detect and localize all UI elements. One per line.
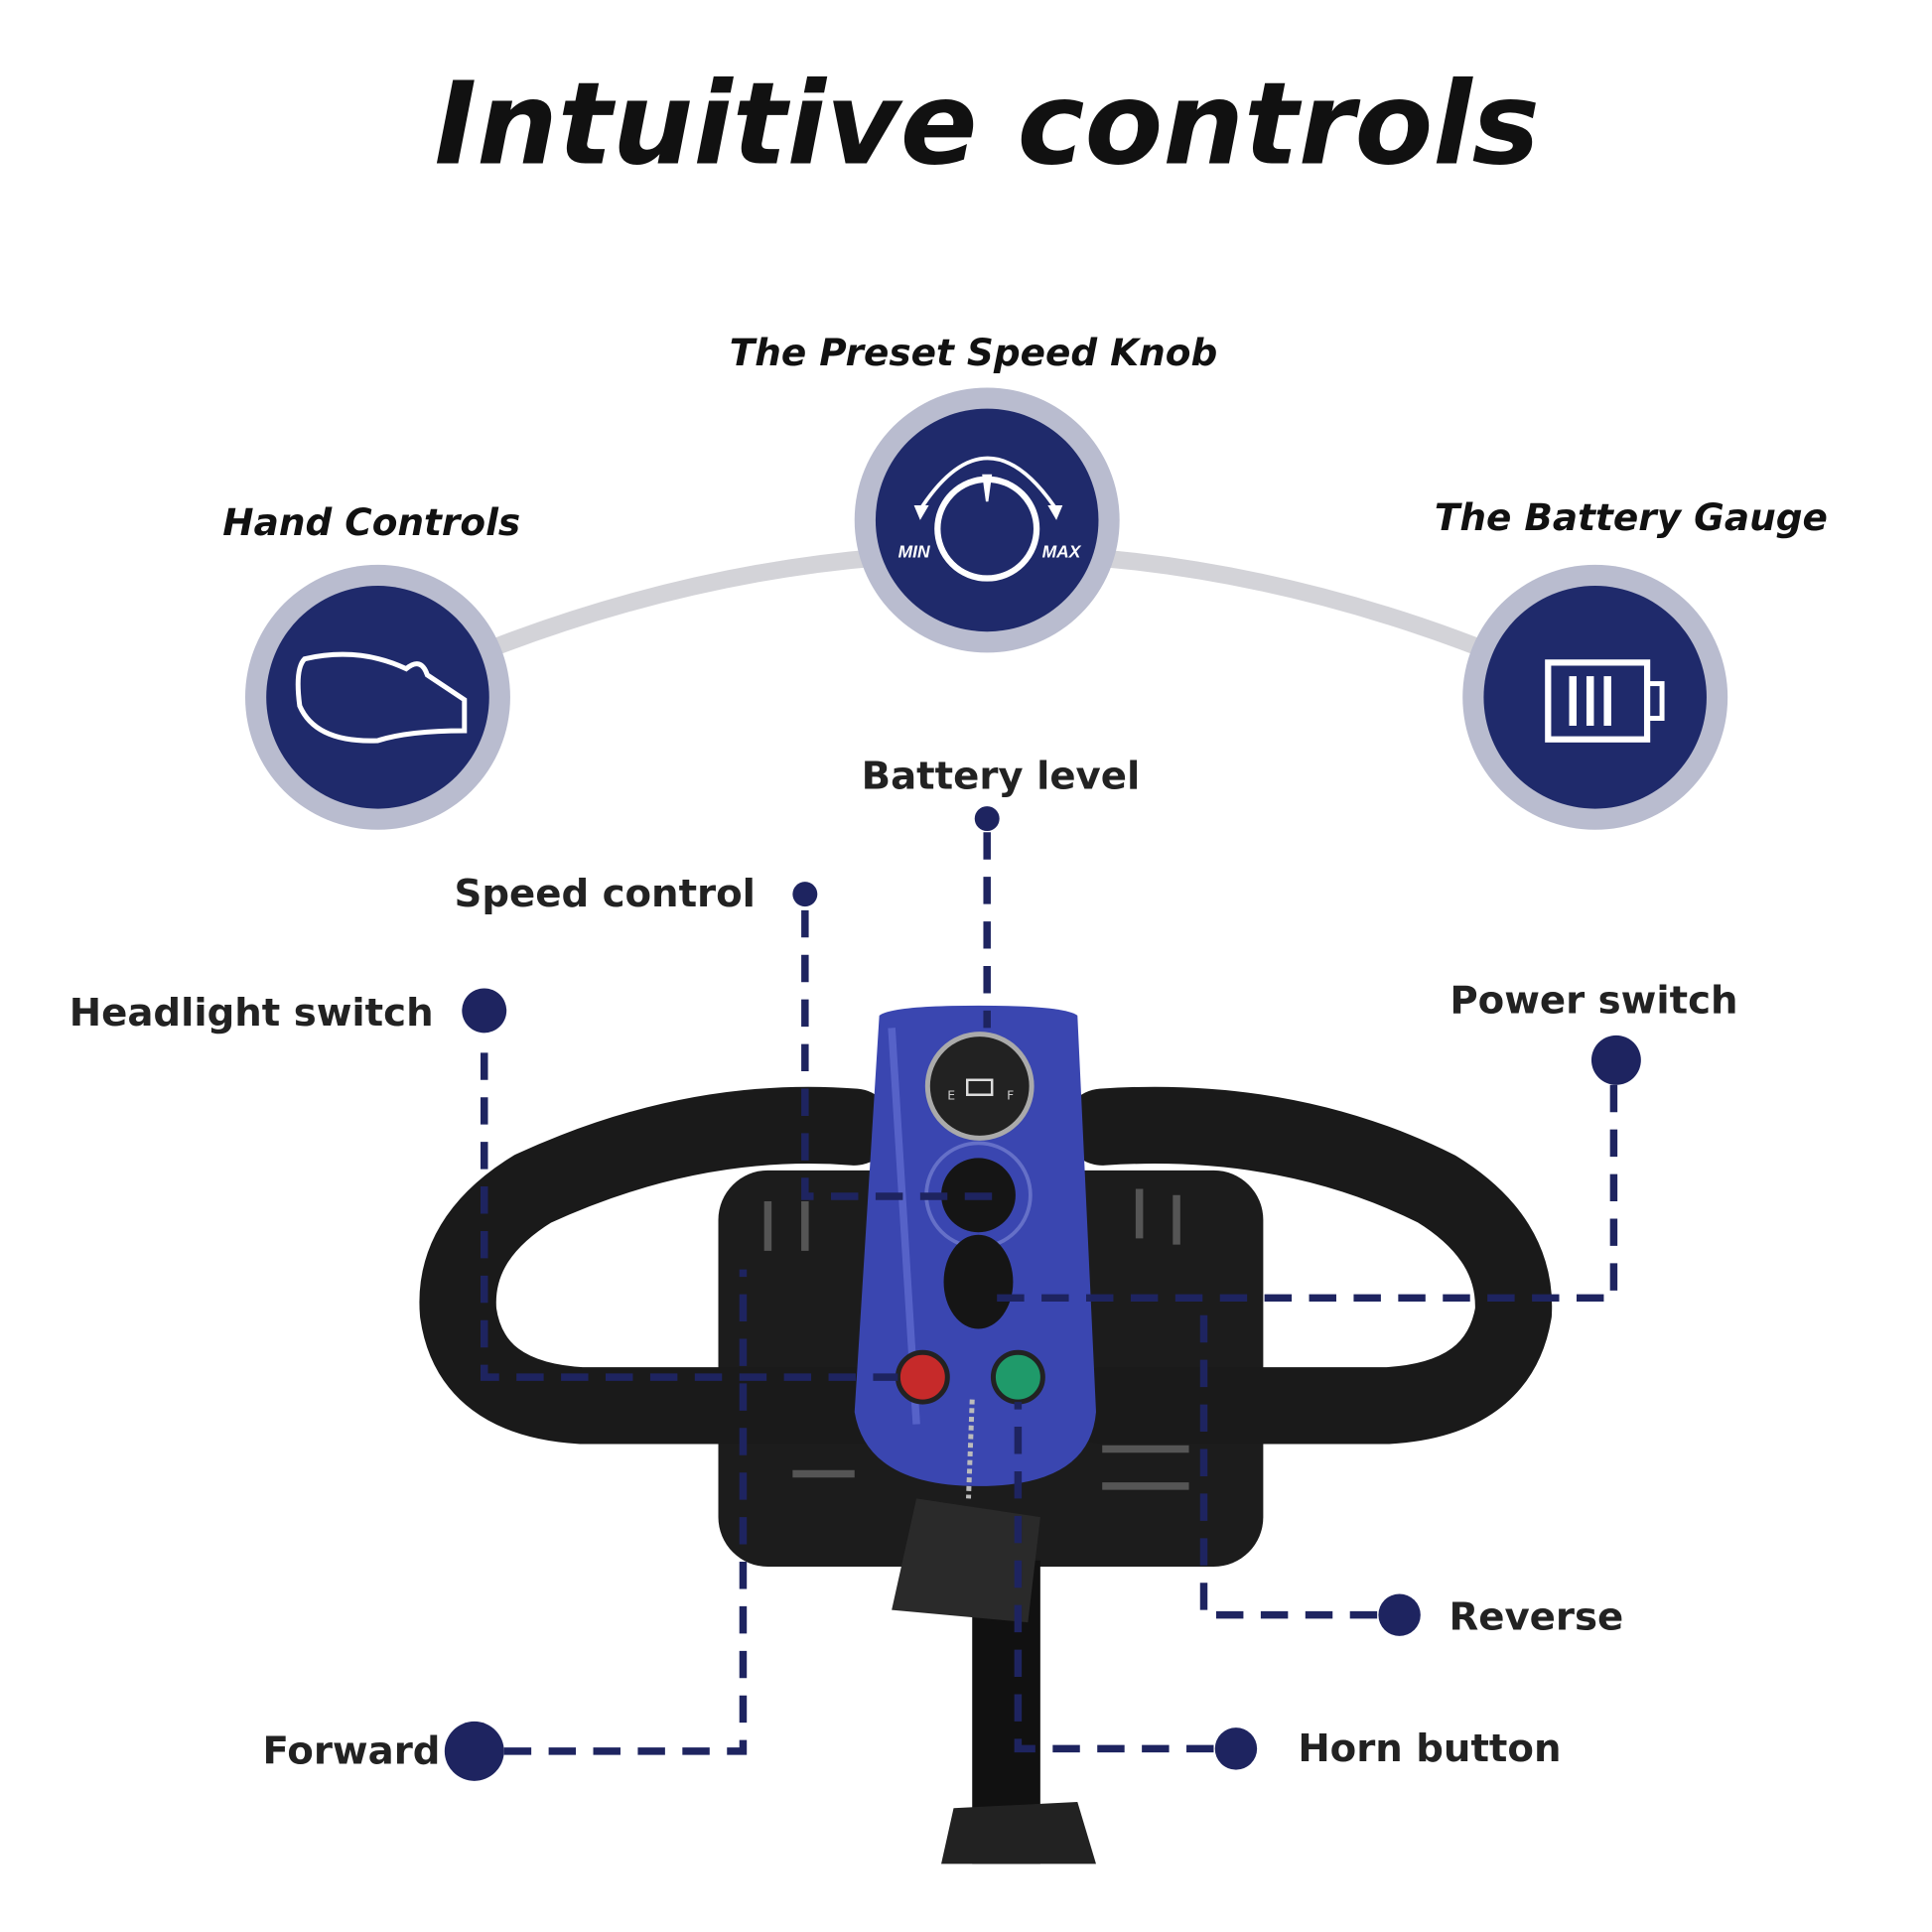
callout-forward: Forward [262,1269,748,1781]
key-power-switch[interactable] [943,1234,1014,1329]
horn-button[interactable] [990,1349,1045,1405]
feature-hand-controls: Hand Controls [222,500,520,830]
feature-heading: The Preset Speed Knob [730,331,1218,374]
callout-label: Speed control [455,872,756,916]
headlight-switch-button[interactable] [895,1349,950,1405]
callout-label: Power switch [1449,978,1737,1023]
battery-level-gauge [924,1032,1035,1141]
gauge-full-label: F [1007,1088,1014,1103]
callout-power-switch: Power switch [990,978,1738,1303]
feature-speed-knob: The Preset Speed Knob MIN MAX [730,331,1218,653]
callout-label: Reverse [1449,1595,1624,1640]
feature-heading: Hand Controls [222,500,520,544]
callout-speed-control: Speed control [455,872,1010,1200]
key-fob [892,1498,1040,1623]
callout-headlight-switch: Headlight switch [69,988,898,1381]
feature-battery-gauge: The Battery Gauge [1435,495,1828,830]
feature-heading: The Battery Gauge [1435,495,1828,539]
callout-battery-level: Battery level [862,755,1141,1029]
page-title: Intuitive controls [434,59,1540,192]
max-label: MAX [1042,541,1082,561]
gauge-empty-label: E [947,1088,955,1103]
callout-label: Forward [262,1728,440,1773]
callout-horn-button: Horn button [1014,1402,1562,1771]
callout-label: Battery level [862,755,1141,799]
callout-label: Horn button [1298,1726,1561,1771]
callout-reverse: Reverse [1199,1298,1624,1640]
hand-grip-icon [295,651,468,744]
speed-knob-icon: MIN MAX [898,456,1082,582]
min-label: MIN [898,541,930,561]
callout-label: Headlight switch [69,991,434,1035]
battery-icon [1545,659,1665,743]
